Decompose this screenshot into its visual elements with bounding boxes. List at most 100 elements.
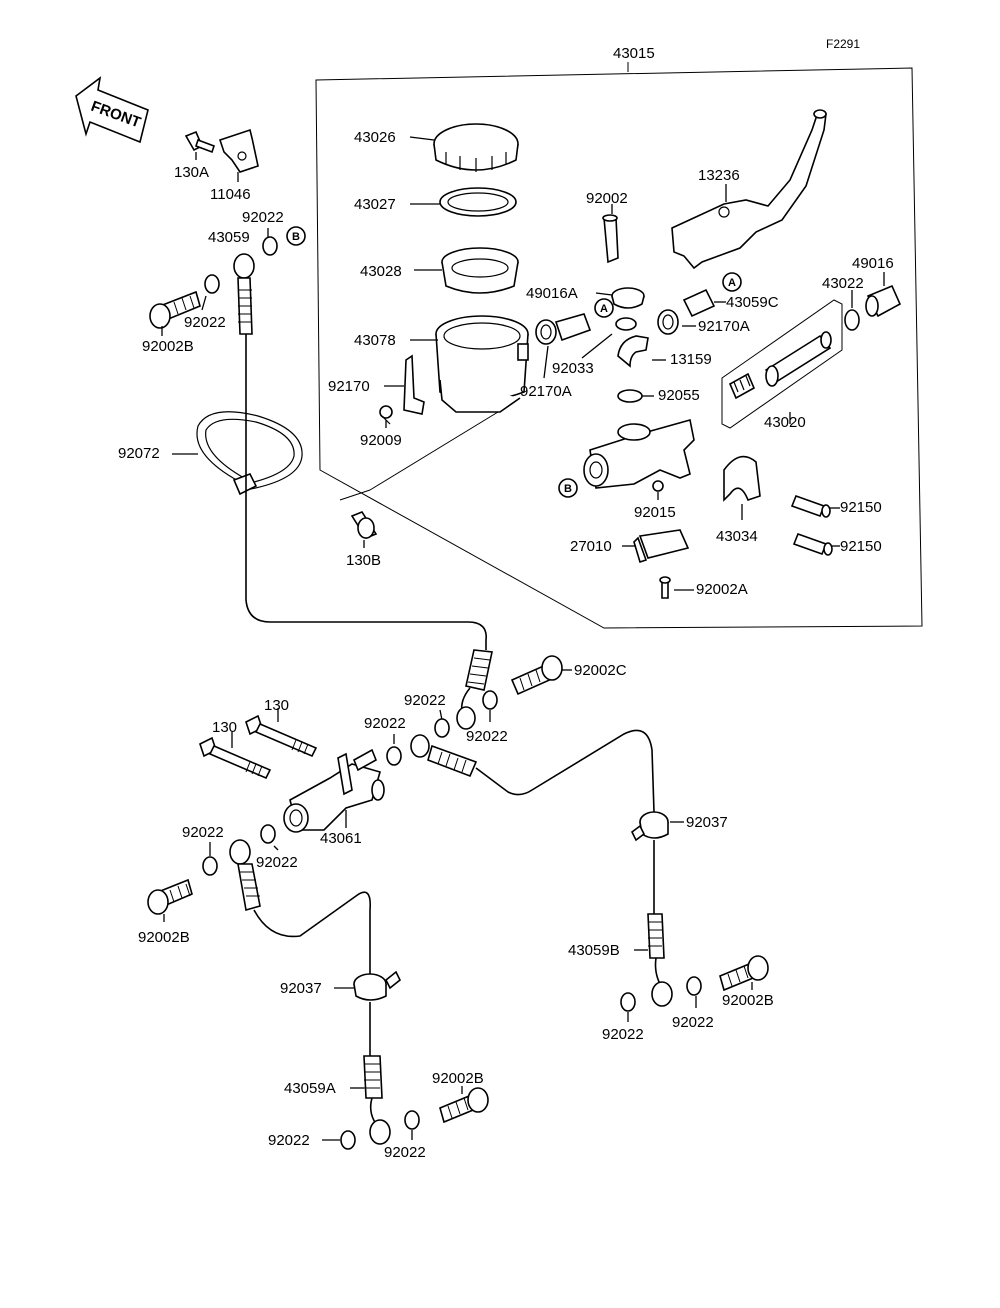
reservoir-tank xyxy=(435,315,529,413)
screw-92015 xyxy=(652,480,664,492)
washer-92022-c3 xyxy=(386,746,402,766)
label-92015: 92015 xyxy=(634,504,676,521)
label-92055: 92055 xyxy=(658,387,700,404)
label-92033: 92033 xyxy=(552,360,594,377)
brake-switch-27010 xyxy=(633,529,690,564)
washer-92055 xyxy=(617,389,643,403)
label-43078: 43078 xyxy=(354,332,396,349)
label-92170: 92170 xyxy=(328,378,370,395)
label-27010: 27010 xyxy=(570,538,612,555)
label-43028: 43028 xyxy=(360,263,402,280)
hose-guide-92037-right xyxy=(630,811,669,842)
hose-fitting-43059C xyxy=(682,288,716,318)
label-13159: 13159 xyxy=(670,351,712,368)
reservoir-bracket xyxy=(403,354,425,415)
circlip-43022 xyxy=(844,309,860,331)
banjo-hose-center xyxy=(410,734,478,778)
bracket-11046 xyxy=(218,128,259,173)
label-43059C: 43059C xyxy=(726,294,779,311)
circlip-92033 xyxy=(615,317,637,331)
bolt-92150-b xyxy=(792,532,833,556)
bolt-92002C xyxy=(510,655,563,696)
label-92072: 92072 xyxy=(118,445,160,462)
bolt-92002B-left xyxy=(147,878,193,915)
banjo-hose-43059A xyxy=(363,1055,391,1145)
diagram-code: F2291 xyxy=(826,37,860,51)
label-49016A: 49016A xyxy=(526,285,578,302)
boot-49016 xyxy=(865,284,902,318)
label-49016: 49016 xyxy=(852,255,894,272)
bolt-130-b xyxy=(199,736,272,780)
banjo-hose-43059 xyxy=(233,253,255,335)
label-92037-left: 92037 xyxy=(280,980,322,997)
marker-b-left: B xyxy=(286,226,306,246)
bolt-130A xyxy=(184,130,216,154)
label-92022-l2: 92022 xyxy=(256,854,298,871)
label-92022-c3: 92022 xyxy=(364,715,406,732)
label-92002B-right: 92002B xyxy=(722,992,774,1009)
front-arrow-icon: FRONT xyxy=(75,76,149,144)
label-92002C: 92002C xyxy=(574,662,627,679)
label-43026: 43026 xyxy=(354,129,396,146)
label-130-a: 130 xyxy=(264,697,289,714)
label-130-b: 130 xyxy=(212,719,237,736)
washer-92022-c1 xyxy=(434,718,450,738)
svg-text:B: B xyxy=(564,483,572,495)
label-92022-l1: 92022 xyxy=(182,824,224,841)
banjo-fitting-center xyxy=(456,649,493,730)
assembly-label: 43015 xyxy=(613,45,655,62)
marker-a-right: A xyxy=(722,272,742,292)
bolt-92002-top xyxy=(602,214,619,264)
screw-92002A xyxy=(659,576,671,599)
washer-92022-r1 xyxy=(620,992,636,1012)
diaphragm xyxy=(441,247,519,294)
brake-hose-right xyxy=(475,729,655,813)
washer-92022-l1 xyxy=(202,856,218,876)
reservoir-cap xyxy=(433,123,519,172)
banjo-hose-43059B xyxy=(647,913,673,1007)
label-92002B-left: 92002B xyxy=(138,929,190,946)
label-43022: 43022 xyxy=(822,275,864,292)
label-92022-r1: 92022 xyxy=(602,1026,644,1043)
master-cylinder-body xyxy=(583,418,695,489)
washer-92022-tl2 xyxy=(204,274,220,294)
clamp-92170A-right xyxy=(657,309,679,335)
hose-fitting-left xyxy=(554,313,592,342)
banjo-hose-left xyxy=(229,839,261,912)
hose-guide-92037-left xyxy=(353,970,402,1001)
bolt-92150-a xyxy=(790,494,831,518)
label-43059: 43059 xyxy=(208,229,250,246)
hose-clamp-92072 xyxy=(196,411,303,496)
label-92170A-left: 92170A xyxy=(520,383,572,400)
label-92022-r2: 92022 xyxy=(672,1014,714,1031)
hose-elbow-13159 xyxy=(617,335,649,368)
bolt-130B xyxy=(350,511,378,539)
boot-49016A xyxy=(611,287,645,309)
bolt-92002B-bottom xyxy=(439,1087,489,1124)
label-43020: 43020 xyxy=(764,414,806,431)
bolt-92002B-tl xyxy=(149,290,201,329)
label-92150-b: 92150 xyxy=(840,538,882,555)
washer-92022-b2 xyxy=(404,1110,420,1130)
clamp-holder-43034 xyxy=(723,455,761,502)
label-92037-right: 92037 xyxy=(686,814,728,831)
washer-92022-r2 xyxy=(686,976,702,996)
marker-b-body: B xyxy=(558,478,578,498)
label-92022-b2: 92022 xyxy=(384,1144,426,1161)
washer-92022-l2 xyxy=(260,824,276,844)
brake-hose-upper xyxy=(245,334,487,650)
label-43061: 43061 xyxy=(320,830,362,847)
svg-text:A: A xyxy=(728,277,736,289)
label-92009: 92009 xyxy=(360,432,402,449)
label-130B: 130B xyxy=(346,552,381,569)
label-92022-b1: 92022 xyxy=(268,1132,310,1149)
label-92002B-bottom: 92002B xyxy=(432,1070,484,1087)
washer-92022-tl xyxy=(262,236,278,256)
label-13236: 13236 xyxy=(698,167,740,184)
bolt-130-a xyxy=(245,714,318,758)
label-43034: 43034 xyxy=(716,528,758,545)
label-11046: 11046 xyxy=(210,186,251,203)
assembly-outline xyxy=(315,62,923,629)
diaphragm-plate xyxy=(439,187,517,217)
